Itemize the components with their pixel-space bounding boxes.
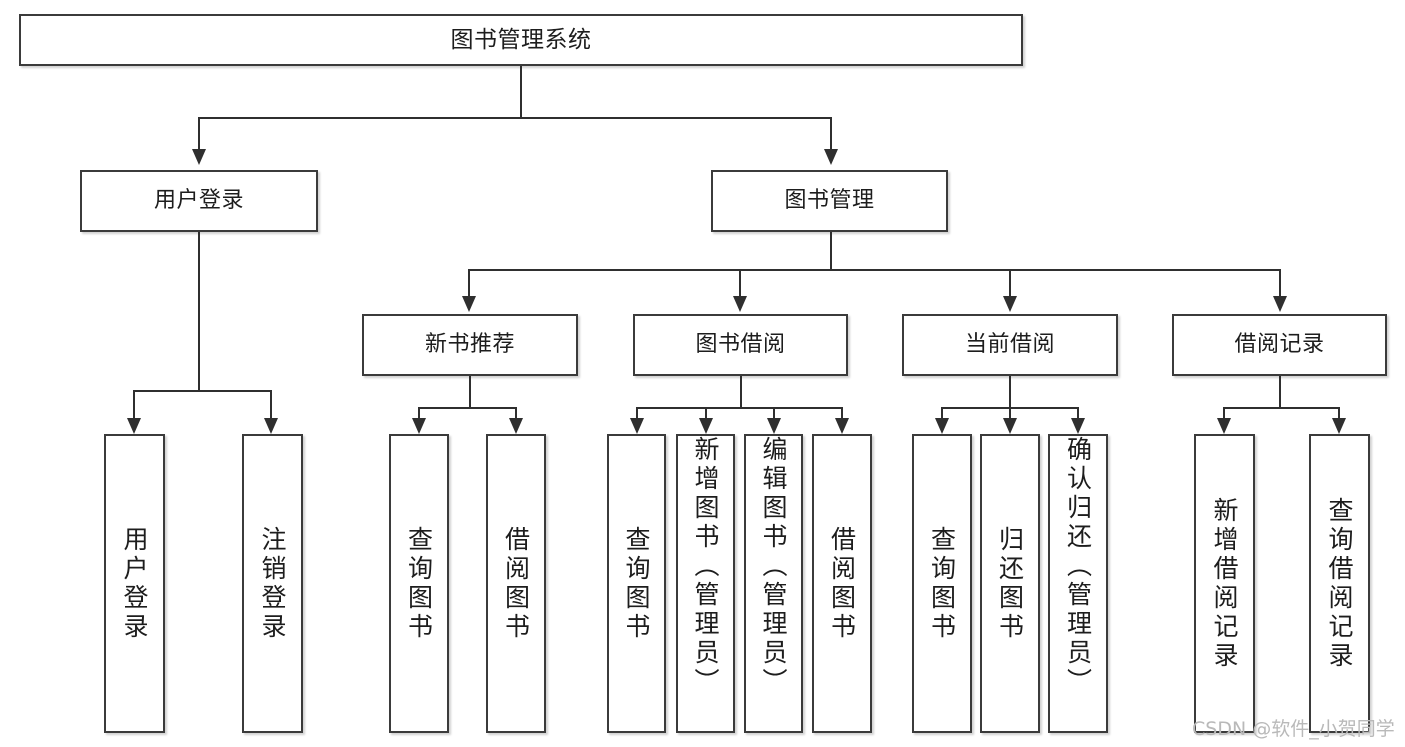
node-label: 归还图书	[995, 525, 1025, 642]
connector-borrow-record-stem	[1279, 376, 1281, 408]
node-label: 借阅图书	[827, 525, 857, 642]
connector-user-login-stem	[198, 232, 200, 391]
node-label: 新增借阅记录	[1210, 496, 1239, 671]
connector-drop-leaf-add-book	[705, 407, 707, 418]
connector-drop-leaf-confirm-return	[1077, 407, 1079, 418]
node-label: 查询借阅记录	[1325, 496, 1354, 671]
arrowhead-book-manage	[824, 149, 838, 165]
connector-level3-bus	[468, 269, 1280, 271]
arrowhead-leaf-borrow-book-2	[835, 418, 849, 434]
leaf-node-add-record[interactable]: 新增借阅记录	[1194, 434, 1255, 733]
connector-current-borrow-stem	[1009, 376, 1011, 408]
connector-drop-book-borrow	[739, 269, 741, 296]
arrowhead-leaf-add-book	[699, 418, 713, 434]
arrowhead-leaf-add-record	[1217, 418, 1231, 434]
node-label: 当前借阅	[964, 332, 1055, 358]
arrowhead-leaf-logout	[264, 418, 278, 434]
arrowhead-leaf-query-book-2	[630, 418, 644, 434]
node-label: 注销登录	[258, 525, 287, 642]
arrowhead-leaf-query-book-3	[935, 418, 949, 434]
node-book-manage[interactable]: 图书管理	[711, 170, 948, 232]
node-user-login[interactable]: 用户登录	[80, 170, 318, 232]
connector-new-book-recommend-stem	[469, 376, 471, 408]
connector-book-manage-stem	[830, 232, 832, 271]
connector-drop-borrow-record	[1279, 269, 1281, 296]
connector-new-book-recommend-bus	[418, 407, 517, 409]
connector-drop-leaf-query-book-2	[636, 407, 638, 418]
connector-drop-leaf-edit-book	[773, 407, 775, 418]
node-label: 图书管理	[784, 188, 875, 214]
leaf-node-user-login[interactable]: 用户登录	[104, 434, 165, 733]
arrowhead-new-book-recommend	[462, 296, 476, 312]
node-borrow-record[interactable]: 借阅记录	[1172, 314, 1387, 376]
arrowhead-leaf-return-book	[1003, 418, 1017, 434]
connector-drop-leaf-query-book-1	[418, 407, 420, 418]
connector-user-login-bus	[133, 390, 270, 392]
connector-drop-new-book-recommend	[468, 269, 470, 296]
connector-drop-leaf-borrow-book-1	[515, 407, 517, 418]
node-label: 用户登录	[153, 188, 244, 214]
connector-drop-leaf-borrow-book-2	[841, 407, 843, 418]
connector-drop-leaf-query-book-3	[941, 407, 943, 418]
node-label: 编辑图书（管理员）	[759, 436, 788, 697]
leaf-node-confirm-return[interactable]: 确认归还（管理员）	[1048, 434, 1108, 733]
leaf-node-query-book-3[interactable]: 查询图书	[912, 434, 972, 733]
node-label: 查询图书	[622, 525, 651, 642]
node-root-book-management-system[interactable]: 图书管理系统	[19, 14, 1023, 66]
leaf-node-query-record[interactable]: 查询借阅记录	[1309, 434, 1370, 733]
node-label: 新增图书（管理员）	[691, 436, 720, 697]
connector-book-borrow-bus	[636, 407, 843, 409]
connector-book-borrow-stem	[740, 376, 742, 408]
arrowhead-leaf-user-login	[127, 418, 141, 434]
connector-drop-leaf-return-book	[1009, 407, 1011, 418]
connector-drop-book-manage	[830, 117, 832, 149]
node-label: 借阅图书	[501, 525, 531, 642]
connector-level2-bus	[198, 117, 832, 119]
leaf-node-query-book-1[interactable]: 查询图书	[389, 434, 449, 733]
connector-drop-leaf-add-record	[1223, 407, 1225, 418]
node-label: 新书推荐	[424, 332, 515, 358]
arrowhead-leaf-borrow-book-1	[509, 418, 523, 434]
node-current-borrow[interactable]: 当前借阅	[902, 314, 1118, 376]
leaf-node-return-book[interactable]: 归还图书	[980, 434, 1040, 733]
node-label: 借阅记录	[1234, 332, 1325, 358]
node-label: 查询图书	[927, 525, 957, 642]
arrowhead-book-borrow	[733, 296, 747, 312]
leaf-node-logout[interactable]: 注销登录	[242, 434, 303, 733]
arrowhead-leaf-query-record	[1332, 418, 1346, 434]
node-book-borrow[interactable]: 图书借阅	[633, 314, 848, 376]
node-label: 图书借阅	[695, 332, 786, 358]
arrowhead-leaf-query-book-1	[412, 418, 426, 434]
node-label: 查询图书	[404, 525, 434, 642]
leaf-node-add-book[interactable]: 新增图书（管理员）	[676, 434, 735, 733]
connector-drop-current-borrow	[1009, 269, 1011, 296]
node-new-book-recommend[interactable]: 新书推荐	[362, 314, 578, 376]
node-label: 用户登录	[120, 525, 149, 642]
leaf-node-edit-book[interactable]: 编辑图书（管理员）	[744, 434, 803, 733]
connector-drop-leaf-query-record	[1338, 407, 1340, 418]
watermark-text: CSDN @软件_小贺同学	[1192, 718, 1395, 740]
connector-drop-user-login	[198, 117, 200, 149]
leaf-node-borrow-book-1[interactable]: 借阅图书	[486, 434, 546, 733]
arrowhead-leaf-edit-book	[767, 418, 781, 434]
arrowhead-leaf-confirm-return	[1071, 418, 1085, 434]
node-label: 确认归还（管理员）	[1063, 436, 1093, 697]
arrowhead-borrow-record	[1273, 296, 1287, 312]
connector-drop-leaf-user-login	[133, 390, 135, 418]
leaf-node-borrow-book-2[interactable]: 借阅图书	[812, 434, 872, 733]
leaf-node-query-book-2[interactable]: 查询图书	[607, 434, 666, 733]
connector-drop-leaf-logout	[270, 390, 272, 418]
node-label: 图书管理系统	[450, 26, 592, 53]
arrowhead-user-login	[192, 149, 206, 165]
connector-root-stem	[520, 66, 522, 118]
arrowhead-current-borrow	[1003, 296, 1017, 312]
connector-borrow-record-bus	[1223, 407, 1339, 409]
